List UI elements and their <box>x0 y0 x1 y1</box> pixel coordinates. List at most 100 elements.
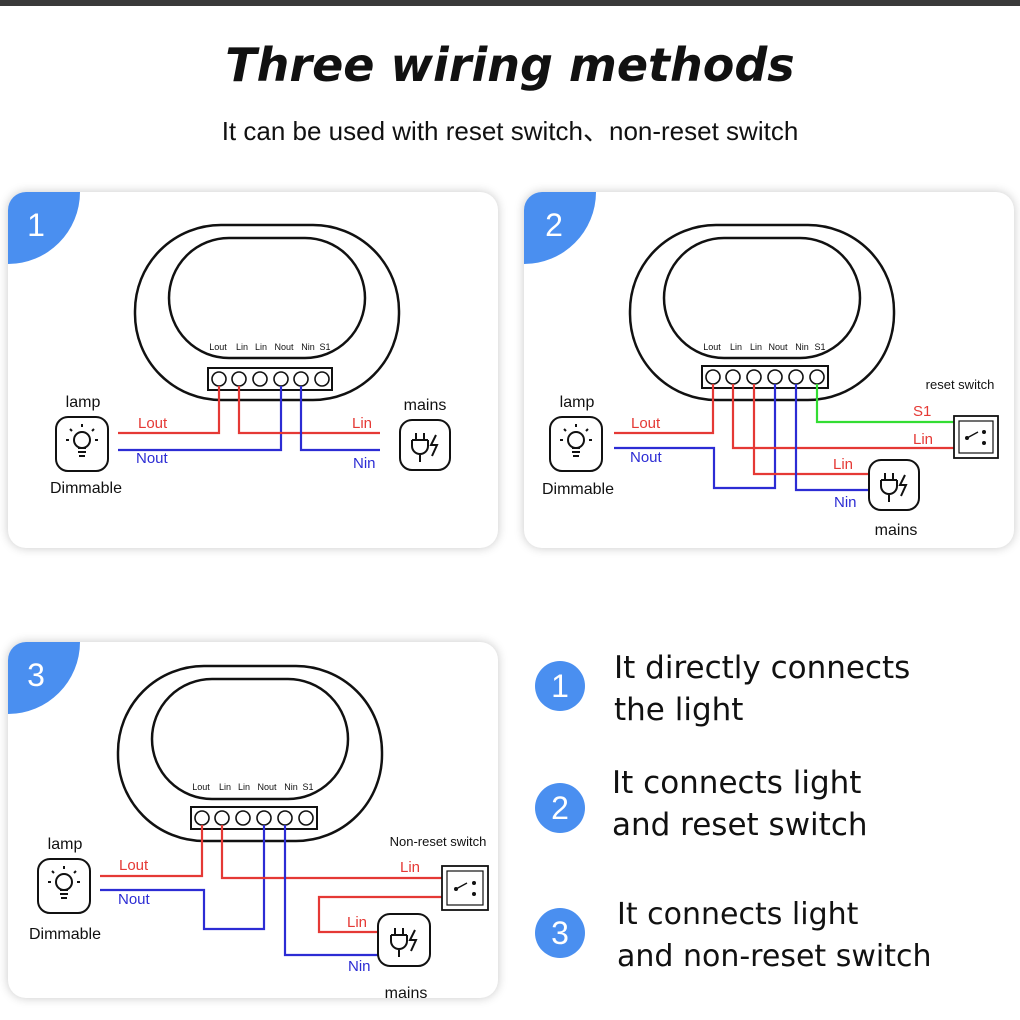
terminal-labels: Lout Lin Lin Nout Nin S1 <box>192 782 313 792</box>
page-title: Three wiring methods <box>225 38 795 92</box>
wire-lout <box>118 386 221 435</box>
lamp-sub-label: Dimmable <box>29 926 101 943</box>
lamp-label: lamp <box>66 394 101 411</box>
corner-badge <box>524 192 596 264</box>
terminal-label: Nout <box>274 342 294 352</box>
wires <box>118 386 380 452</box>
terminal-screw <box>256 810 272 826</box>
terminal-screw <box>277 810 293 826</box>
wiring-panel-2: 2 Lout Lin Lin Nout Nin S1 <box>524 192 1014 548</box>
wire-nin <box>794 384 868 492</box>
description-1: It directly connects the light <box>614 647 910 731</box>
lightbulb-icon <box>55 416 109 472</box>
device-inner-ring <box>150 677 350 801</box>
description-line: and non-reset switch <box>617 939 932 974</box>
wire-label-nout: Nout <box>136 450 169 467</box>
wire-nout <box>614 384 777 490</box>
terminal-label: Nout <box>768 342 788 352</box>
device-inner-ring <box>167 236 367 360</box>
panel-number: 2 <box>545 207 563 243</box>
device-inner-ring <box>662 236 862 360</box>
terminal-screw <box>767 369 783 385</box>
terminal-screw <box>725 369 741 385</box>
terminal-label: Lout <box>192 782 210 792</box>
wall-switch-icon <box>441 865 489 911</box>
terminal-screw <box>211 371 227 387</box>
terminal-label: Nin <box>284 782 298 792</box>
wire-label-nin: Nin <box>834 494 857 511</box>
terminal-screw <box>231 371 247 387</box>
switch-label: reset switch <box>926 377 995 392</box>
terminal-labels: Lout Lin Lin Nout Nin S1 <box>209 342 330 352</box>
wire-labels: Lout Nout Lin Lin Nin <box>118 857 420 975</box>
wire-nout <box>118 386 283 452</box>
terminal-screw <box>809 369 825 385</box>
mains-label: mains <box>875 522 918 539</box>
terminal-screw <box>293 371 309 387</box>
terminal-labels: Lout Lin Lin Nout Nin S1 <box>703 342 825 352</box>
wire-lout <box>614 384 715 435</box>
wire-label-nout: Nout <box>630 449 663 466</box>
panel-number: 1 <box>27 207 45 243</box>
terminal-screw <box>746 369 762 385</box>
wiring-panel-3: 3 Lout Lin Lin Nout Nin S1 Lou <box>8 642 498 998</box>
wire-label-nin: Nin <box>348 958 371 975</box>
wire-label-lin-mains: Lin <box>833 456 853 473</box>
wire-label-lin-switch: Lin <box>913 431 933 448</box>
terminal-label: Nout <box>257 782 277 792</box>
top-bar <box>0 0 1020 6</box>
terminal-label: Lout <box>703 342 721 352</box>
terminal-screw <box>298 810 314 826</box>
wire-lin-mains <box>317 895 442 934</box>
description-number-3: 3 <box>535 908 585 958</box>
terminal-label: Lin <box>238 782 250 792</box>
switch-label: Non-reset switch <box>390 834 487 849</box>
terminal-screw <box>705 369 721 385</box>
wire-s1 <box>815 384 954 424</box>
terminal-screw <box>788 369 804 385</box>
device-outline <box>628 223 896 402</box>
wiring-diagram-3: 3 Lout Lin Lin Nout Nin S1 Lou <box>8 642 489 998</box>
description-number-2: 2 <box>535 783 585 833</box>
description-line: It connects light <box>612 765 862 801</box>
terminal-label: Lout <box>209 342 227 352</box>
wire-label-lin-mains: Lin <box>347 914 367 931</box>
wiring-diagram-1: 1 Lout Lin Lin Nout Nin S1 <box>8 192 451 497</box>
terminal-label: Nin <box>301 342 315 352</box>
wire-label-s1: S1 <box>913 403 931 420</box>
terminal-screw <box>235 810 251 826</box>
wiring-panel-1: 1 Lout Lin Lin Nout Nin S1 <box>8 192 498 548</box>
wire-lin <box>237 386 380 435</box>
terminal-screw <box>214 810 230 826</box>
wires <box>100 825 442 957</box>
corner-badge <box>8 642 80 714</box>
terminal-label: Lin <box>750 342 762 352</box>
wire-label-lout: Lout <box>138 415 168 432</box>
wire-labels: Lout Nout S1 Lin Lin Nin <box>630 403 933 511</box>
terminal-block <box>190 806 318 830</box>
device-outline <box>133 223 401 402</box>
wiring-diagram-2: 2 Lout Lin Lin Nout Nin S1 <box>524 192 999 539</box>
description-line: It directly connects <box>614 650 911 686</box>
mains-label: mains <box>385 985 428 998</box>
wire-lout <box>100 825 204 878</box>
terminal-label: Lin <box>219 782 231 792</box>
terminal-screws <box>705 369 825 385</box>
lightbulb-icon <box>37 858 91 914</box>
terminal-label: Lin <box>730 342 742 352</box>
wire-nout <box>100 825 266 931</box>
terminal-label: Lin <box>255 342 267 352</box>
terminal-label: Lin <box>236 342 248 352</box>
terminal-label: S1 <box>814 342 825 352</box>
description-2: It connects light and reset switch <box>612 762 868 846</box>
description-line: It connects light <box>617 897 859 932</box>
plug-icon <box>868 459 920 511</box>
description-number-1: 1 <box>535 661 585 711</box>
wire-label-nin: Nin <box>353 455 376 472</box>
lamp-sub-label: Dimmable <box>542 481 614 498</box>
wire-labels: Lout Nout Lin Nin <box>136 415 376 472</box>
mains-label: mains <box>404 397 447 414</box>
wire-label-lout: Lout <box>119 857 149 874</box>
wall-switch-icon <box>953 415 999 459</box>
terminal-label: Nin <box>795 342 809 352</box>
